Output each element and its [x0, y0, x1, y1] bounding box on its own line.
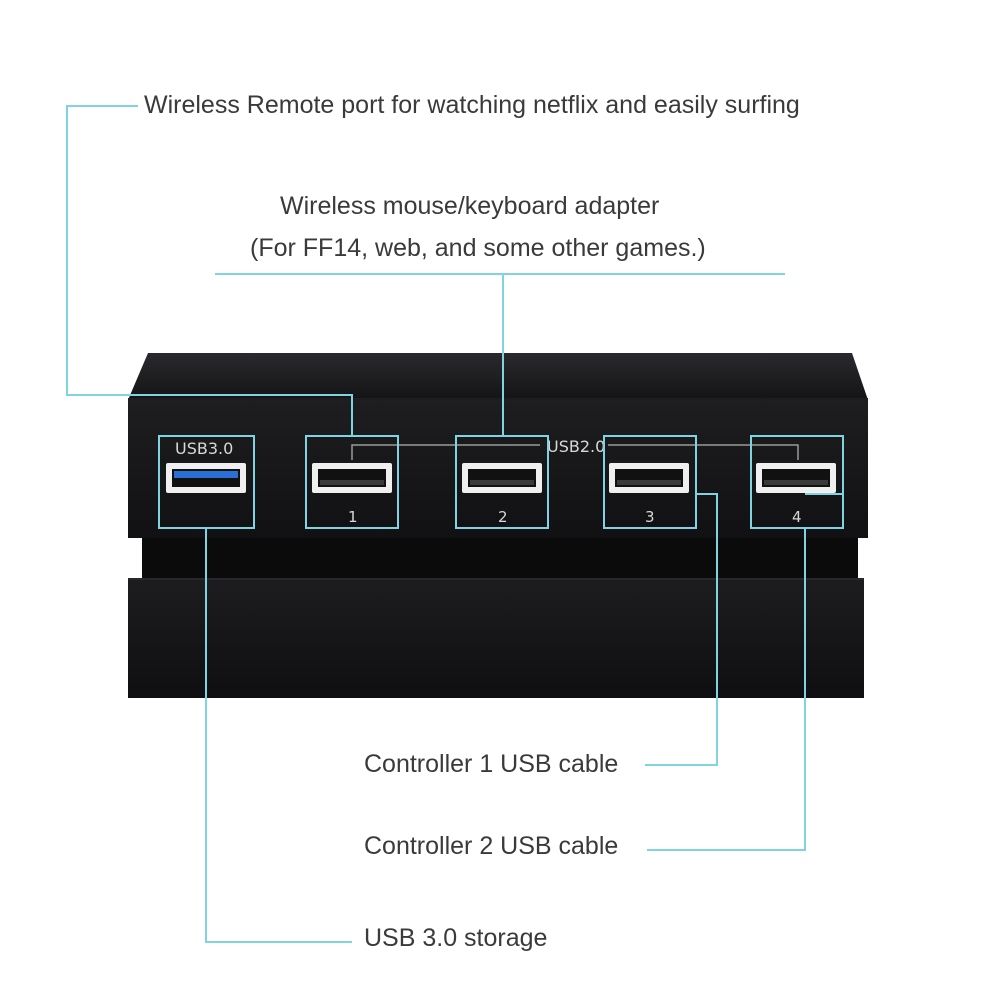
hub-gap — [142, 538, 858, 580]
port-number-3: 3 — [645, 508, 655, 526]
usb3-port — [166, 463, 246, 493]
usb3-label: USB3.0 — [175, 439, 233, 458]
leader-usb3-storage — [205, 528, 352, 943]
mouse-keyboard-annotation-line1: Wireless mouse/keyboard adapter — [280, 192, 660, 220]
controller2-annotation: Controller 2 USB cable — [364, 832, 619, 860]
usb2-bracket — [351, 444, 540, 460]
wireless-remote-annotation: Wireless Remote port for watching netfli… — [144, 91, 800, 119]
port-number-2: 2 — [498, 508, 508, 526]
hub-top-surface — [128, 353, 868, 400]
leader-controller1 — [645, 493, 718, 766]
usb2-port-4 — [756, 463, 836, 493]
usb3-storage-annotation: USB 3.0 storage — [364, 924, 548, 952]
usb-hub-device: USB3.0 USB2.0 1 2 3 4 — [128, 353, 868, 698]
port-number-1: 1 — [348, 508, 358, 526]
usb2-port-2 — [462, 463, 542, 493]
usb2-label: USB2.0 — [547, 437, 605, 456]
highlight-box-port3 — [603, 435, 697, 529]
controller1-annotation: Controller 1 USB cable — [364, 750, 619, 778]
usb2-port-1 — [312, 463, 392, 493]
usb2-port-3 — [609, 463, 689, 493]
highlight-box-port4 — [750, 435, 844, 529]
port-number-4: 4 — [792, 508, 802, 526]
leader-controller2-drop — [647, 528, 806, 851]
mouse-keyboard-annotation-line2: (For FF14, web, and some other games.) — [250, 234, 706, 262]
usb2-bracket-right — [608, 444, 799, 460]
leader-wireless-remote — [66, 105, 353, 436]
hub-base — [128, 578, 864, 698]
callout-lines — [66, 105, 843, 943]
